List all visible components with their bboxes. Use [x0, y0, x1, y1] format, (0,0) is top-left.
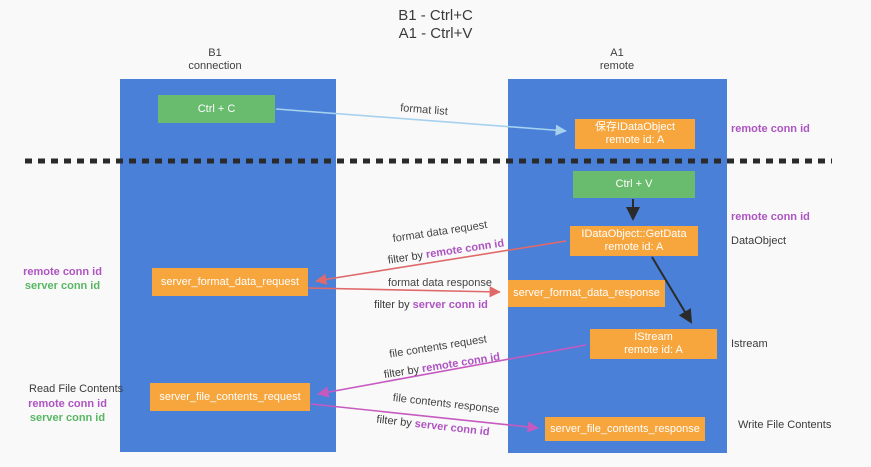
- arrow-getdata-to-istream: [651, 256, 693, 324]
- arrow-format-data-request: [315, 240, 567, 285]
- title-line-1: B1 - Ctrl+C: [398, 7, 473, 24]
- box-istream-line2: remote id: A: [624, 344, 683, 356]
- box-server-file-contents-request-label: server_file_contents_request: [159, 390, 301, 403]
- box-server-file-contents-request: server_file_contents_request: [150, 383, 310, 411]
- box-server-file-contents-response: server_file_contents_response: [545, 417, 705, 441]
- box-ctrl-v: Ctrl + V: [573, 171, 695, 198]
- box-idataobject-getdata-line1: IDataObject::GetData: [581, 228, 687, 240]
- label-read-file-contents: Read File Contents: [29, 383, 124, 395]
- right-remote-conn-id-1: remote conn id: [731, 123, 810, 135]
- box-save-idataobject: 保存IDataObject remote id: A: [575, 119, 695, 149]
- label-filter-server-1: filter by server conn id: [374, 299, 488, 311]
- lifeline-a1-name: A1: [610, 47, 624, 59]
- box-server-file-contents-response-label: server_file_contents_response: [550, 422, 700, 435]
- filter-by-text: filter by: [374, 299, 413, 311]
- label-write-file-contents: Write File Contents: [738, 419, 832, 431]
- box-ctrl-v-label: Ctrl + V: [615, 178, 653, 190]
- left-remote-conn-id-2: remote conn id: [28, 398, 107, 410]
- title-line-2: A1 - Ctrl+V: [398, 25, 473, 42]
- box-istream-line1: IStream: [634, 331, 673, 343]
- lifeline-header-b1: B1 connection: [155, 47, 275, 73]
- lifeline-a1-subtitle: remote: [599, 60, 635, 72]
- box-save-idataobject-line1: 保存IDataObject: [594, 121, 676, 133]
- lifeline-header-a1: A1 remote: [557, 47, 677, 73]
- label-dataobject: DataObject: [731, 235, 787, 247]
- left-remote-conn-id-1: remote conn id: [23, 266, 102, 278]
- label-format-data-response: format data response: [388, 277, 492, 289]
- box-idataobject-getdata-line2: remote id: A: [604, 241, 664, 253]
- box-server-format-data-request-label: server_format_data_request: [160, 275, 300, 288]
- box-save-idataobject-line2: remote id: A: [605, 134, 665, 146]
- server-conn-id-text: server conn id: [412, 299, 488, 311]
- left-server-conn-id-2: server conn id: [29, 412, 106, 424]
- diagram-title: B1 - Ctrl+C A1 - Ctrl+V: [0, 7, 871, 43]
- arrow-format-data-response: [307, 286, 501, 298]
- box-server-format-data-response: server_format_data_response: [508, 280, 665, 307]
- box-istream: IStream remote id: A: [590, 329, 717, 359]
- box-ctrl-c: Ctrl + C: [158, 95, 275, 123]
- lifeline-b1-subtitle: connection: [188, 60, 242, 72]
- lifeline-b1-name: B1: [208, 47, 222, 59]
- box-server-format-data-request: server_format_data_request: [152, 268, 308, 296]
- left-server-conn-id-1: server conn id: [24, 280, 101, 292]
- right-remote-conn-id-2: remote conn id: [731, 211, 810, 223]
- arrow-file-contents-request: [317, 344, 587, 398]
- arrow-file-contents-response: [310, 403, 539, 433]
- box-idataobject-getdata: IDataObject::GetData remote id: A: [570, 226, 698, 256]
- box-ctrl-c-label: Ctrl + C: [197, 102, 236, 115]
- label-istream-side: Istream: [731, 338, 768, 350]
- arrow-format-list: [275, 108, 567, 136]
- box-server-format-data-response-label: server_format_data_response: [513, 287, 660, 299]
